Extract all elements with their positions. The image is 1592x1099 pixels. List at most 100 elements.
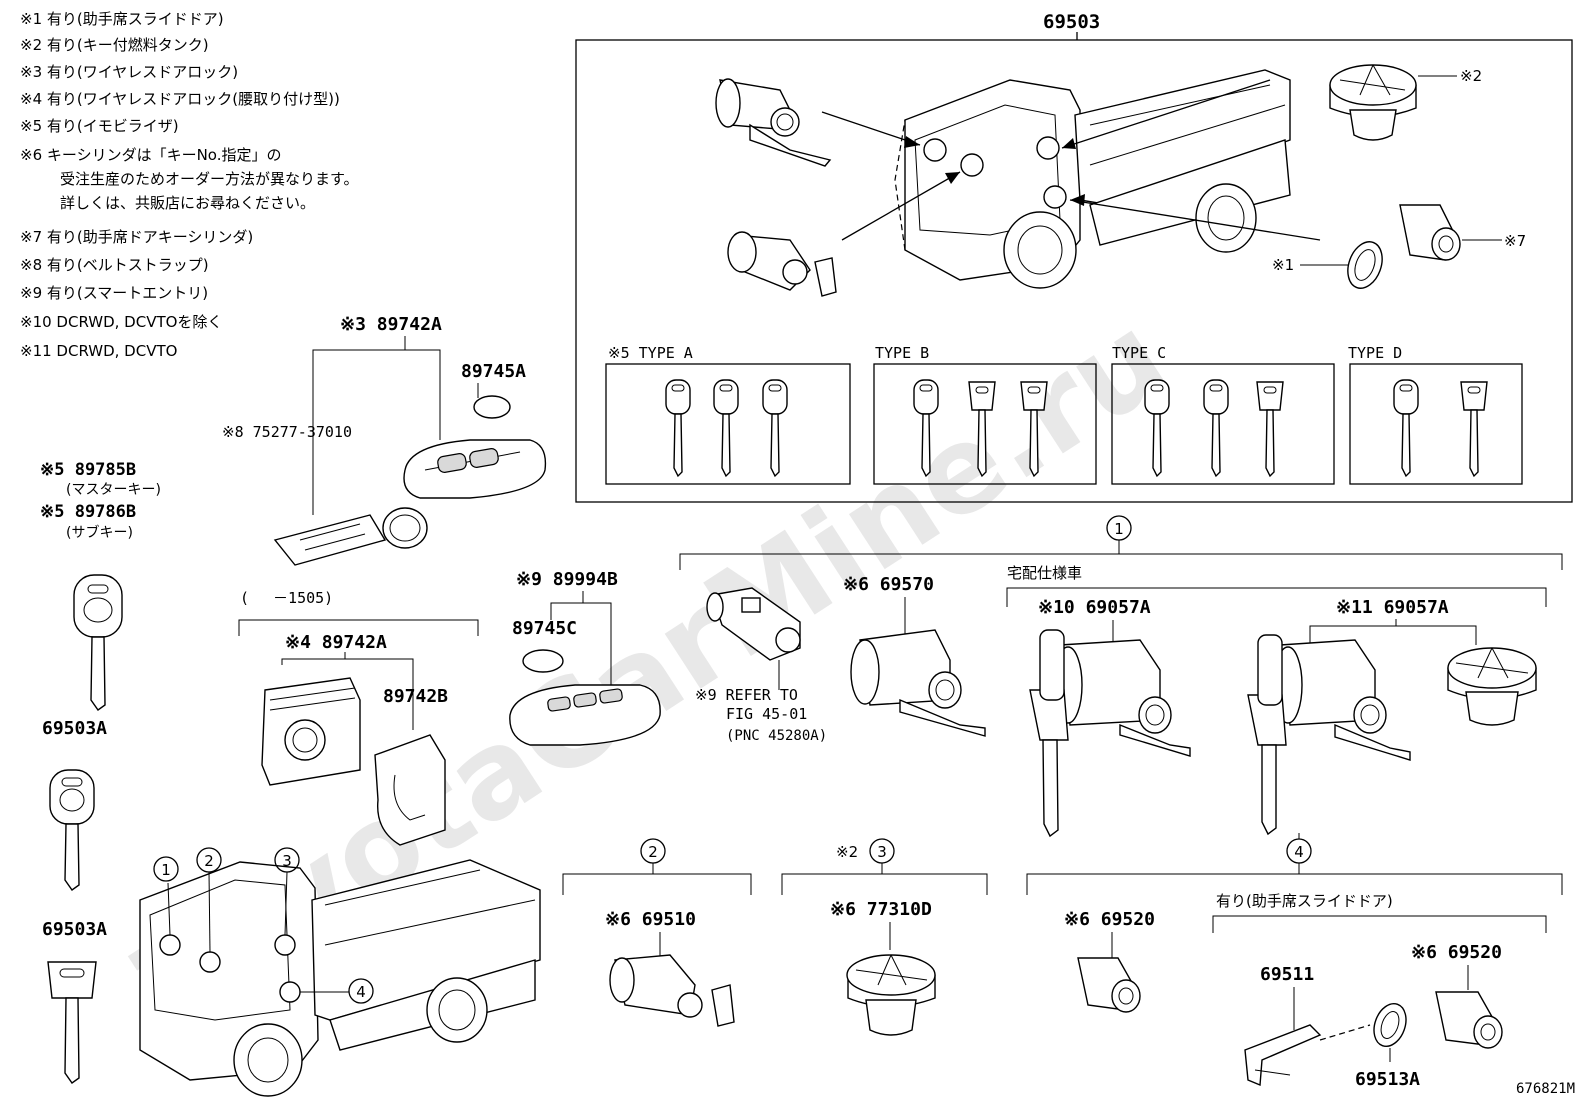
- callout-4-number: 4: [1294, 843, 1304, 861]
- truck-illustration-large: [821, 69, 1321, 289]
- callout-2-small-number: 2: [204, 852, 214, 870]
- part-69520-1: ※6 69520: [1064, 909, 1155, 930]
- fuel-cap-77310D-icon: [846, 954, 936, 1036]
- note-11: ※11 DCRWD, DCVTO: [20, 342, 177, 360]
- note-2-group3: ※2: [836, 843, 858, 861]
- battery-icon: [473, 395, 511, 419]
- part-69503A-1: 69503A: [42, 718, 107, 739]
- holder-clip-icon: [374, 734, 446, 846]
- cylinder-69520-1-icon: [1077, 957, 1141, 1013]
- callout-3-small-number: 3: [282, 852, 292, 870]
- ring-69513A-icon: [1373, 1002, 1407, 1048]
- wireless-remote-group: ※3 89742A 89745A ※8 75277-37010: [222, 314, 547, 566]
- callout-1-small: [153, 856, 179, 882]
- part-89785B: ※5 89785B: [40, 460, 136, 480]
- door-cylinder-69057A-1-icon: [1029, 629, 1191, 838]
- part-89742B: 89742B: [383, 686, 448, 707]
- part-69057A-1: ※10 69057A: [1038, 597, 1151, 618]
- note-3: ※3 有り(ワイヤレスドアロック): [20, 63, 238, 81]
- part-89745A: 89745A: [461, 361, 526, 382]
- battery-89745C-icon: [522, 649, 564, 673]
- ignition-switch-icon: [706, 587, 801, 690]
- cylinder-69520-2-icon: [1435, 991, 1503, 1049]
- note-5: ※5 有り(イモビライザ): [20, 117, 179, 135]
- passenger-door-cylinder-icon: ※7: [1399, 204, 1526, 261]
- part-89742A-top: ※3 89742A: [340, 314, 442, 335]
- wireless-lock-waist-group: ( －1505) ※4 89742A 89742B: [238, 589, 479, 846]
- part-69503A-2: 69503A: [42, 919, 107, 940]
- immobilizer-keys-group: ※5 89785B (マスターキー) ※5 89786B (サブキー) 6950…: [40, 460, 161, 1084]
- callout-2-small: [196, 847, 222, 873]
- part-69520-2: ※6 69520: [1411, 942, 1502, 963]
- type-b-box: [873, 363, 1097, 485]
- callout-1-small-number: 1: [161, 861, 171, 879]
- part-77310D: ※6 77310D: [830, 899, 932, 920]
- group-4: 4 ※6 69520 有り(助手席スライドドア) 69511 69513A ※6…: [1026, 833, 1563, 1090]
- callout-2-number: 2: [648, 843, 658, 861]
- type-c-keys: [1144, 379, 1284, 478]
- truck-illustration-small: 1 2 3 4: [139, 847, 541, 1097]
- note-1: ※1 有り(助手席スライドドア): [20, 10, 224, 28]
- door-cylinder-69057A-2-icon: [1247, 634, 1411, 836]
- note-10: ※10 DCRWD, DCVTOを除く: [20, 313, 222, 331]
- callout-4-small-number: 4: [356, 983, 366, 1001]
- note-6c: 詳しくは、共販店にお尋ねください。: [60, 194, 315, 212]
- refer-line-3: (PNC 45280A): [726, 728, 827, 744]
- ignition-cylinder-icon: [727, 231, 837, 297]
- key-69503A-1-icon: [49, 769, 95, 891]
- callout-4-small: [348, 978, 374, 1004]
- part-89785B-desc: (マスターキー): [66, 482, 161, 498]
- group-3: ※2 3 ※6 77310D: [781, 838, 988, 1036]
- set-69503-group: 69503: [575, 11, 1573, 503]
- note-8: ※8 有り(ベルトストラップ): [20, 256, 209, 274]
- part-69570: ※6 69570: [843, 574, 934, 595]
- part-69511: 69511: [1260, 964, 1314, 985]
- note-6b: 受注生産のためオーダー方法が異なります。: [60, 170, 359, 188]
- remote-fob-icon: [403, 439, 547, 499]
- note-9: ※9 有り(スマートエントリ): [20, 284, 208, 302]
- key-69503A-2-icon: [47, 961, 97, 1084]
- smart-entry-group: ※9 89994B 89745C: [509, 569, 661, 746]
- belt-strap-icon: [273, 507, 428, 566]
- callout-3-number: 3: [877, 843, 887, 861]
- part-89994B: ※9 89994B: [516, 569, 618, 590]
- type-d-box: [1349, 363, 1523, 485]
- note-1-mark: ※1: [1272, 256, 1294, 274]
- master-key-icon: [73, 574, 123, 711]
- door-cylinder-69570-icon: [850, 629, 986, 737]
- fuel-cap-icon: ※2: [1329, 64, 1482, 141]
- type-b-keys: [913, 379, 1048, 478]
- smart-key-icon: [509, 684, 661, 746]
- note-7: ※7 有り(助手席ドアキーシリンダ): [20, 228, 253, 246]
- refer-line-2: FIG 45-01: [726, 705, 807, 723]
- note-6a: ※6 キーシリンダは「キーNo.指定」の: [20, 146, 281, 164]
- type-d-keys: [1393, 379, 1488, 478]
- takuhai-label: 宅配仕様車: [1007, 564, 1082, 582]
- note-7-mark: ※7: [1504, 232, 1526, 250]
- part-69057A-2: ※11 69057A: [1336, 597, 1449, 618]
- type-b-label: TYPE B: [875, 344, 929, 362]
- callout-1-top-number: 1: [1114, 520, 1124, 538]
- part-75277: ※8 75277-37010: [222, 423, 352, 441]
- part-89745C: 89745C: [512, 618, 577, 639]
- type-d-label: TYPE D: [1348, 344, 1402, 362]
- group-1: 1 ※9 REFER TO FIG 45-01 (PNC 45280A) ※6 …: [679, 515, 1563, 838]
- part-69510: ※6 69510: [605, 909, 696, 930]
- part-89786B: ※5 89786B: [40, 502, 136, 522]
- clip-69511-icon: [1244, 1024, 1322, 1087]
- waist-remote-icon: [261, 677, 361, 786]
- retainer-ring-icon: ※1: [1272, 241, 1383, 289]
- set-69503-frame: [575, 39, 1573, 503]
- part-89786B-desc: (サブキー): [66, 524, 133, 541]
- notes-block: ※1 有り(助手席スライドドア) ※2 有り(キー付燃料タンク) ※3 有り(ワ…: [20, 10, 359, 360]
- part-89742A-mid: ※4 89742A: [285, 632, 387, 653]
- type-a-keys: [665, 379, 788, 478]
- type-a-box: [605, 363, 851, 485]
- note-2: ※2 有り(キー付燃料タンク): [20, 36, 209, 54]
- part-69513A: 69513A: [1355, 1069, 1420, 1090]
- type-a-label: ※5 TYPE A: [608, 344, 693, 362]
- type-c-label: TYPE C: [1112, 344, 1166, 362]
- note-4: ※4 有り(ワイヤレスドアロック(腰取り付け型)): [20, 90, 340, 108]
- refer-line-1: ※9 REFER TO: [695, 686, 798, 704]
